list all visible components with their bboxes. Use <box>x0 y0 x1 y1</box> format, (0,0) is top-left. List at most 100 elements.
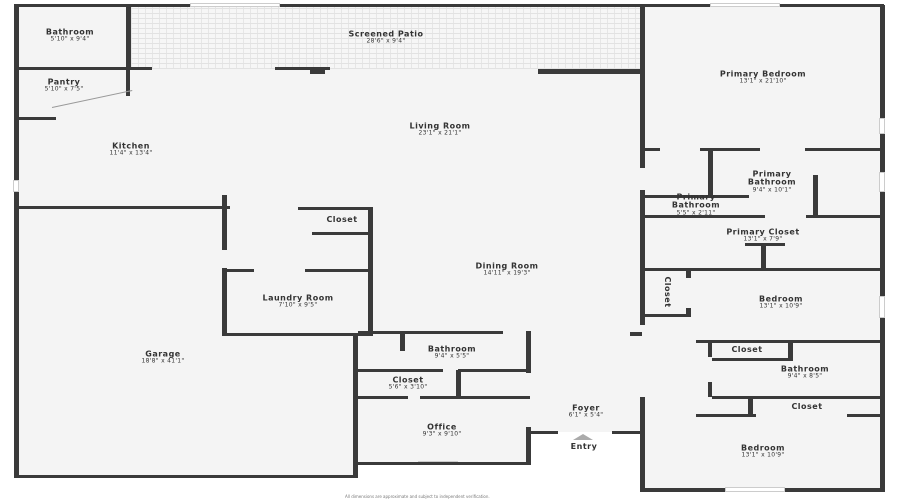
room-dimensions: 11'4" x 13'4" <box>109 150 153 158</box>
wall <box>14 475 358 478</box>
room-dimensions: 9'3" x 9'10" <box>422 431 462 439</box>
room-label-closet: Closet <box>326 214 358 224</box>
wall <box>14 67 152 70</box>
wall <box>708 150 713 196</box>
room-name: Closet <box>663 276 673 308</box>
wall <box>456 370 461 398</box>
wall <box>880 5 885 492</box>
wall <box>305 269 373 272</box>
wall <box>645 314 691 317</box>
wall <box>813 175 818 217</box>
wall <box>458 369 531 372</box>
wall <box>14 117 56 120</box>
room-name: Primary Bathroom <box>671 192 721 210</box>
room-name: Bedroom <box>758 294 804 304</box>
room-name: Bathroom <box>427 344 477 354</box>
wall <box>298 207 370 210</box>
room-name: Bedroom <box>740 443 786 453</box>
wall <box>126 68 130 96</box>
wall <box>645 215 765 218</box>
window <box>879 296 885 318</box>
entry-label: Entry <box>570 441 598 451</box>
wall <box>538 69 641 74</box>
wall <box>358 396 408 399</box>
room-dimensions: 28'6" x 9'4" <box>366 38 406 46</box>
window <box>879 118 885 134</box>
wall <box>645 268 885 271</box>
room-name: Closet <box>731 344 763 354</box>
wall <box>700 148 760 151</box>
room-dimensions: 18'8" x 41'1" <box>141 358 185 366</box>
wall <box>806 215 884 218</box>
wall <box>400 331 405 351</box>
room-name: Garage <box>145 349 181 359</box>
wall <box>686 308 691 317</box>
screened-patio-area <box>131 7 643 69</box>
window <box>13 180 19 192</box>
room-dimensions: 5'10" x 9'4" <box>50 36 90 44</box>
room-dimensions: 23'1" x 21'1" <box>418 130 462 138</box>
wall <box>275 67 330 70</box>
room-dimensions: 9'4" x 10'1" <box>752 186 792 194</box>
window <box>190 3 280 7</box>
wall <box>640 5 645 168</box>
room-dimensions: 13'1" x 7'9" <box>743 236 783 244</box>
room-name: Screened Patio <box>348 29 424 39</box>
room-dimensions: 13'1" x 10'9" <box>759 303 803 311</box>
room-name: Laundry Room <box>262 293 334 303</box>
room-name: Living Room <box>409 121 471 131</box>
disclaimer: All dimensions are approximate and subje… <box>345 494 490 499</box>
room-name: Pantry <box>47 77 81 87</box>
room-name: Office <box>427 422 457 432</box>
wall <box>847 414 885 417</box>
wall <box>310 68 325 74</box>
wall <box>126 7 131 69</box>
room-name: Kitchen <box>112 141 150 151</box>
room-dimensions: 5'6" x 3'10" <box>388 384 428 392</box>
room-dimensions: 6'1" x 5'4" <box>568 412 604 420</box>
room-name: Foyer <box>572 403 600 413</box>
room-dimensions: 13'1" x 10'9" <box>741 452 785 460</box>
wall <box>358 462 530 465</box>
room-name: Primary Bathroom <box>747 169 797 187</box>
wall <box>526 331 531 373</box>
entry-text: Entry <box>570 441 598 451</box>
wall <box>222 333 373 336</box>
wall <box>748 398 753 416</box>
entry-arrow-icon <box>573 434 593 440</box>
room-label-closet: Closet <box>731 344 763 354</box>
room-dimensions: 5'5" x 2'11" <box>676 209 716 217</box>
wall <box>526 427 531 465</box>
wall <box>358 331 503 334</box>
wall <box>630 332 642 336</box>
wall <box>358 369 443 372</box>
wall <box>708 342 712 357</box>
room-name: Dining Room <box>475 261 539 271</box>
room-name: Closet <box>326 214 358 224</box>
wall <box>686 270 691 278</box>
room-dimensions: 7'10" x 9'5" <box>278 302 318 310</box>
room-dimensions: 14'11" x 19'3" <box>483 270 531 278</box>
wall <box>708 382 712 397</box>
wall <box>222 268 227 335</box>
room-name: Primary Bedroom <box>719 69 807 79</box>
wall <box>788 342 793 361</box>
wall <box>696 414 756 417</box>
